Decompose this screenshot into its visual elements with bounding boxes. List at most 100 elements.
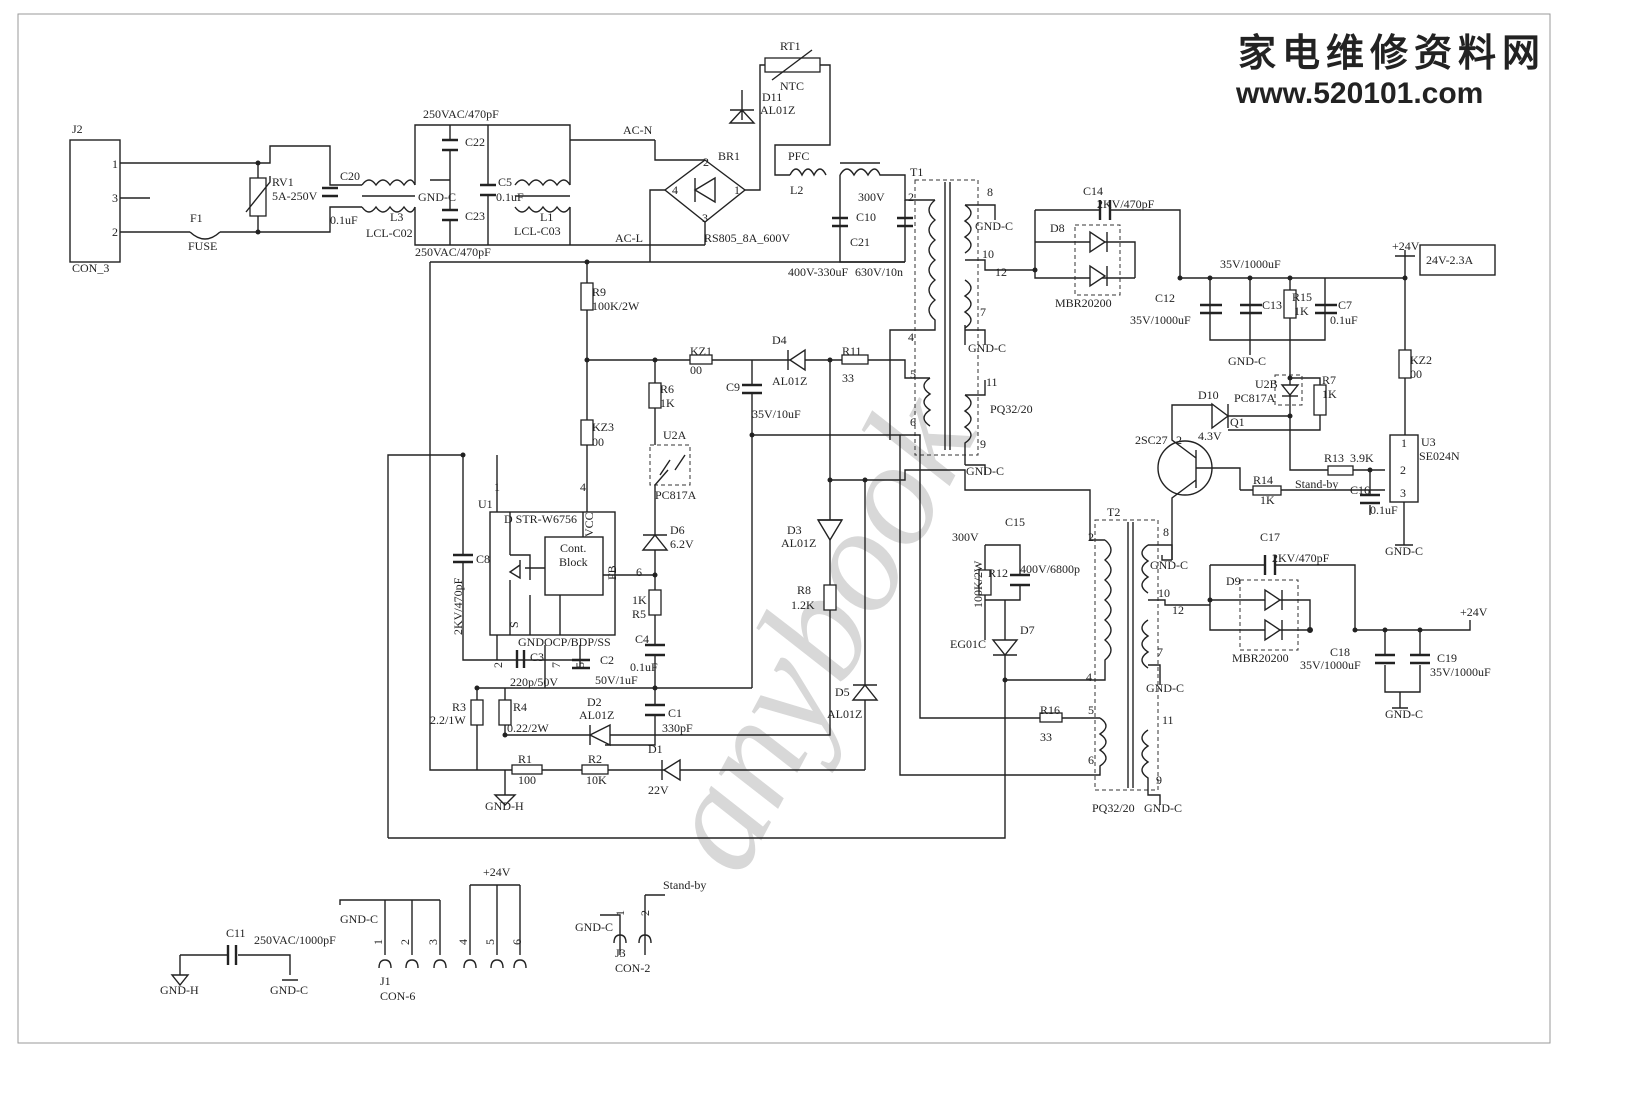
label: 1.2K [791,598,815,612]
label: 10 [1158,586,1170,600]
label: D11 [762,90,782,104]
label: F1 [190,211,203,225]
label: D5 [835,685,850,699]
label: 0.1uF [1330,313,1358,327]
label: 8 [1163,525,1169,539]
label: 6 [910,415,916,429]
label: C3 [530,650,544,664]
label: 3 [1400,486,1406,500]
label: 00 [1410,367,1422,381]
label: FUSE [188,239,217,253]
label: T2 [1107,505,1120,519]
label: 35V/1000uF [1130,313,1191,327]
label: R11 [842,344,862,358]
label: 1 [494,480,500,494]
label: D6 [670,523,685,537]
label: J3 [615,946,626,960]
label: D9 [1226,574,1241,588]
label: 0.1uF [630,660,658,674]
label: CON-2 [615,961,650,975]
label: KZ2 [1410,353,1432,367]
label: SE024N [1419,449,1460,463]
label: 330pF [662,721,693,735]
label: R16 [1040,703,1060,717]
label: 10K [586,773,607,787]
label: GND-C [975,219,1013,233]
label: 12 [1172,603,1184,617]
label: 35V/10uF [752,407,801,421]
label: R2 [588,752,602,766]
label: L2 [790,183,803,197]
label: C10 [856,210,876,224]
label: S [507,621,521,628]
label: C15 [1005,515,1025,529]
label: R6 [660,382,674,396]
label: GND-C [340,912,378,926]
label: D3 [787,523,802,537]
label: 100K/2W [971,560,985,608]
label: 400V-330uF [788,265,849,279]
wires [69,49,1496,987]
label: J1 [380,974,391,988]
label: 4 [1086,670,1092,684]
label: 1 [112,157,118,171]
label: GND-C [1146,681,1184,695]
label: LCL-C02 [366,226,413,240]
label: 2 [1176,433,1182,447]
label: 4 [456,939,470,945]
label: GND-C [270,983,308,997]
label: 2 [1400,463,1406,477]
label: C2 [600,653,614,667]
label: U1 [478,497,493,511]
label: 5A-250V [272,189,318,203]
label: GND-C [575,920,613,934]
label: PC817A [1234,391,1276,405]
label: C8 [476,552,490,566]
label: 5 [483,939,497,945]
label: 0.1uF [1370,503,1398,517]
label: R12 [988,566,1008,580]
l3-coil [361,179,416,213]
fuse-icon [189,231,221,240]
label: 8 [987,185,993,199]
label: 100K/2W [592,299,640,313]
label: 4 [580,480,586,494]
label: C4 [635,632,649,646]
label: KZ1 [690,344,712,358]
label: 0.1uF [496,190,524,204]
label: R4 [513,700,527,714]
label: 2KV/470pF [451,577,465,635]
label: D STR-W6756 [504,512,577,526]
label: 2SC27 [1135,433,1168,447]
label: 2 [638,910,652,916]
l2-pfc-coil [789,168,935,201]
label: 3.9K [1350,451,1374,465]
label: R8 [797,583,811,597]
label: +24V [1460,605,1488,619]
label: GND-C [1150,558,1188,572]
label: VCC [582,512,596,537]
label: 2 [908,190,914,204]
label: RS805_8A_600V [704,231,790,245]
label: 4 [908,330,914,344]
label: 300V [858,190,885,204]
label: 1K [632,593,647,607]
label: D8 [1050,221,1065,235]
label: 220p/50V [510,675,558,689]
label: C5 [498,175,512,189]
label: 250VAC/470pF [415,245,491,259]
label: R9 [592,285,606,299]
label: C14 [1083,184,1103,198]
label: 100 [518,773,536,787]
label: 10 [982,247,994,261]
label: D4 [772,333,787,347]
label: T1 [910,165,923,179]
label: GND-C [1144,801,1182,815]
label: MBR20200 [1055,296,1112,310]
label: GND-C [966,464,1004,478]
label: GND-C [1385,544,1423,558]
label: 1 [734,183,740,197]
label: R15 [1292,290,1312,304]
label: 4.3V [1198,429,1222,443]
